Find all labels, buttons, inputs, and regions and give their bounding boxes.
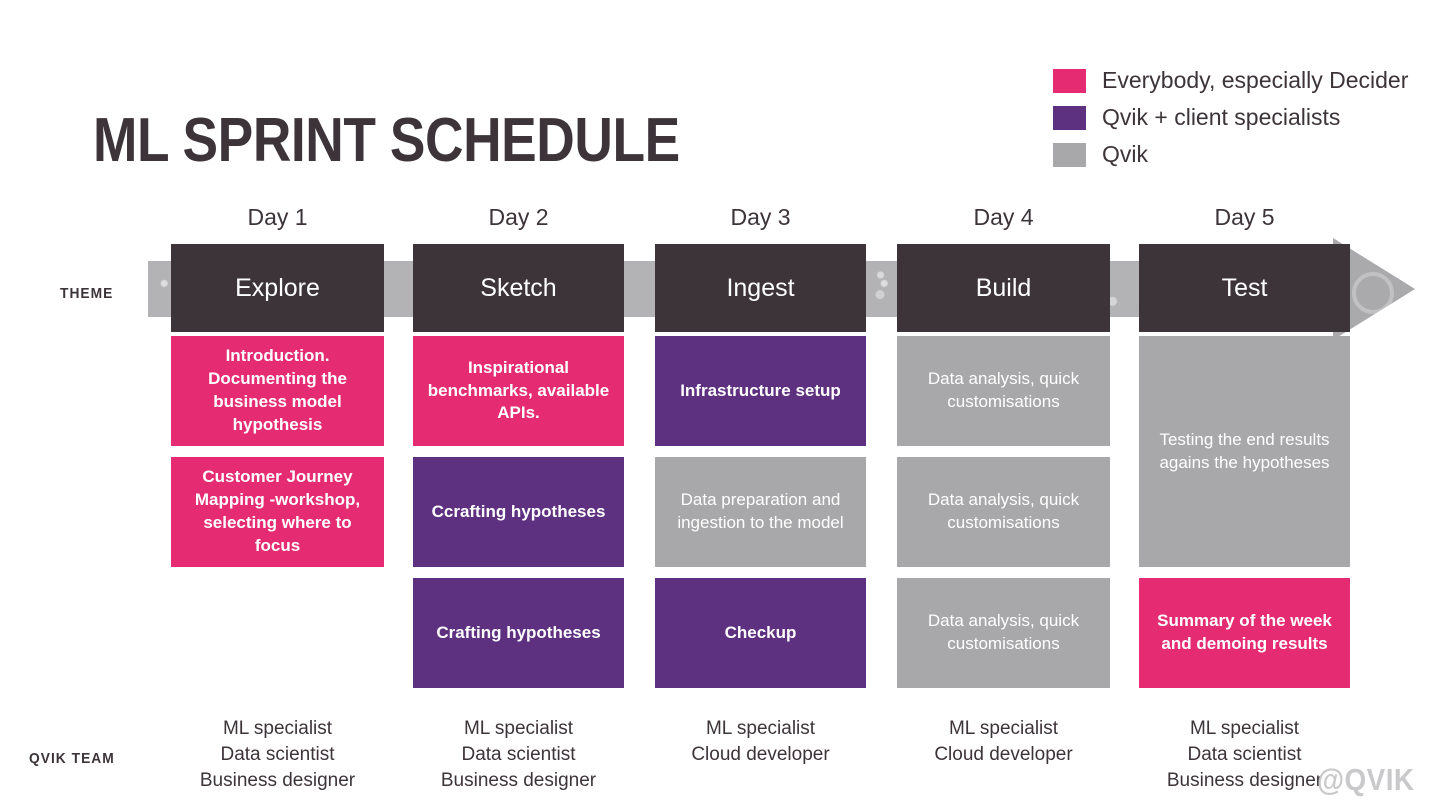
theme-box-5[interactable]: Test	[1139, 244, 1350, 332]
legend-swatch-icon	[1053, 68, 1086, 93]
team-role: ML specialist	[463, 718, 574, 739]
qvik-watermark: @QVIK	[1317, 762, 1415, 797]
team-role: Business designer	[199, 770, 356, 792]
theme-label: Test	[1221, 273, 1268, 302]
activity-card[interactable]: Customer Journey Mapping -workshop, sele…	[171, 457, 384, 567]
team-role: Data scientist	[220, 744, 335, 766]
legend-swatch-icon	[1053, 105, 1086, 130]
theme-label: Ingest	[726, 273, 795, 302]
activity-card[interactable]: Inspirational benchmarks, available APIs…	[413, 336, 624, 446]
activity-card[interactable]: Data analysis, quick customisations	[897, 336, 1110, 446]
activity-card[interactable]: Crafting hypotheses	[413, 578, 624, 688]
theme-box-4[interactable]: Build	[897, 244, 1110, 332]
team-role: Cloud developer	[691, 744, 830, 766]
row-label-qvik-team: QVIK TEAM	[29, 750, 115, 767]
activity-card[interactable]: Checkup	[655, 578, 866, 688]
legend-item-label: Qvik + client specialists	[1102, 104, 1341, 130]
day-header-4: Day 4	[973, 204, 1034, 230]
theme-box-1[interactable]: Explore	[171, 244, 384, 332]
day-header-3: Day 3	[730, 204, 791, 230]
row-label-theme: THEME	[60, 285, 114, 302]
activity-card[interactable]: Infrastructure setup	[655, 336, 866, 446]
legend-item: Qvik + client specialists	[1053, 99, 1408, 136]
day-header-2: Day 2	[488, 204, 549, 230]
theme-label: Build	[975, 273, 1032, 302]
team-role: ML specialist	[948, 718, 1059, 739]
legend-item-label: Qvik	[1102, 141, 1148, 167]
team-role: Cloud developer	[934, 744, 1073, 766]
theme-box-3[interactable]: Ingest	[655, 244, 866, 332]
theme-label: Explore	[235, 273, 320, 302]
theme-box-2[interactable]: Sketch	[413, 244, 624, 332]
activity-card[interactable]: Ccrafting hypotheses	[413, 457, 624, 567]
team-role: Business designer	[440, 770, 597, 792]
legend-item-label: Everybody, especially Decider	[1102, 67, 1409, 93]
activity-card[interactable]: Testing the end results agains the hypot…	[1139, 336, 1350, 567]
legend-item: Qvik	[1053, 136, 1408, 173]
page-title: ML SPRINT SCHEDULE	[93, 106, 680, 175]
activity-card[interactable]: Data analysis, quick customisations	[897, 457, 1110, 567]
theme-label: Sketch	[480, 273, 557, 302]
activity-card[interactable]: Summary of the week and demoing results	[1139, 578, 1350, 688]
team-role: Business designer	[1166, 770, 1323, 792]
team-role: Data scientist	[461, 744, 576, 766]
activity-card[interactable]: Introduction. Documenting the business m…	[171, 336, 384, 446]
team-role: Data scientist	[1187, 744, 1302, 766]
qvik-circle-logo-icon	[1352, 272, 1394, 314]
activity-card[interactable]: Data analysis, quick customisations	[897, 578, 1110, 688]
day-header-5: Day 5	[1214, 204, 1275, 230]
activity-card[interactable]: Data preparation and ingestion to the mo…	[655, 457, 866, 567]
team-role: ML specialist	[705, 718, 816, 739]
team-role: ML specialist	[222, 718, 333, 739]
day-header-1: Day 1	[247, 204, 308, 230]
team-role: ML specialist	[1189, 718, 1300, 739]
legend-item: Everybody, especially Decider	[1053, 62, 1408, 99]
legend-swatch-icon	[1053, 142, 1086, 167]
